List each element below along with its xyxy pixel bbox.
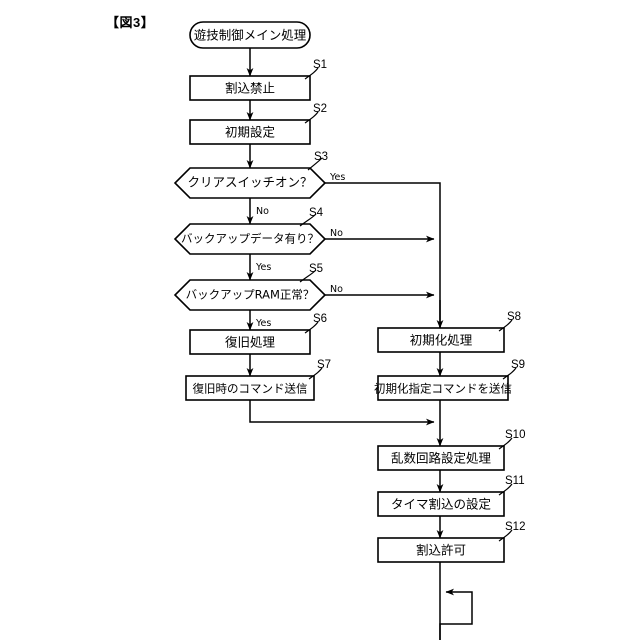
s4-label: バックアップデータ有り？	[181, 232, 319, 246]
s4-decision-shape	[173, 223, 327, 255]
node-s9[interactable]: 初期化指定コマンドを送信	[374, 375, 512, 401]
leader-s7	[308, 367, 323, 380]
s10-label: 乱数回路設定処理	[391, 451, 492, 466]
leader-s10	[498, 437, 513, 450]
s12-label: 割込許可	[416, 543, 466, 558]
leader-s1	[304, 67, 319, 80]
node-s7[interactable]: 復旧時のコマンド送信	[185, 375, 315, 401]
s2-label: 初期設定	[225, 125, 275, 140]
s5-decision-shape	[173, 279, 327, 311]
edge-label-s3-no: No	[256, 206, 269, 217]
step-ref-s6: S6	[313, 313, 327, 325]
node-start[interactable]: 遊技制御メイン処理	[189, 21, 311, 49]
node-s3[interactable]: クリアスイッチオン？	[173, 167, 327, 199]
s11-process-shape	[377, 491, 505, 517]
node-s2[interactable]: 初期設定	[189, 119, 311, 145]
leader-s4	[299, 213, 317, 227]
step-ref-s12: S12	[505, 521, 525, 533]
step-ref-s2: S2	[313, 103, 327, 115]
leader-s6	[304, 321, 319, 334]
edge-label-s5-no: No	[330, 284, 343, 295]
node-s12[interactable]: 割込許可	[377, 537, 505, 563]
s10-process-shape	[377, 445, 505, 471]
s8-label: 初期化処理	[410, 333, 473, 348]
connector-s3-yes-to-right-column	[325, 182, 441, 328]
edge-label-s3-yes: Yes	[329, 172, 345, 183]
s1-process-shape	[189, 75, 311, 101]
leader-s2	[304, 111, 319, 124]
s3-label: クリアスイッチオン？	[187, 175, 312, 190]
edge-label-s4-no: No	[330, 228, 343, 239]
step-ref-s7: S7	[317, 359, 331, 371]
step-ref-s11: S11	[505, 475, 525, 487]
step-ref-s3: S3	[314, 151, 328, 163]
s8-process-shape	[377, 327, 505, 353]
step-ref-s8: S8	[507, 311, 521, 323]
s7-label: 復旧時のコマンド送信	[193, 382, 308, 396]
connector-s7-to-s10-spine	[249, 400, 435, 426]
leader-s12	[498, 529, 513, 542]
connector-loop-back	[439, 588, 473, 640]
s7-process-shape	[185, 375, 315, 401]
edge-label-s4-yes: Yes	[255, 262, 271, 273]
leader-s5	[299, 269, 317, 283]
leader-s11	[498, 483, 513, 496]
step-ref-s4: S4	[309, 207, 324, 219]
node-s6[interactable]: 復旧処理	[189, 329, 311, 355]
s2-process-shape	[189, 119, 311, 145]
leader-s3	[307, 157, 323, 171]
s1-label: 割込禁止	[225, 81, 275, 96]
leader-s9	[502, 367, 517, 380]
node-s1[interactable]: 割込禁止	[189, 75, 311, 101]
s6-label: 復旧処理	[225, 335, 276, 350]
s11-label: タイマ割込の設定	[391, 497, 491, 512]
step-ref-s1: S1	[313, 59, 327, 71]
start-label: 遊技制御メイン処理	[194, 28, 307, 43]
node-s5[interactable]: バックアップRAM正常？	[173, 279, 327, 311]
step-ref-s9: S9	[511, 359, 525, 371]
edge-label-s5-yes: Yes	[255, 318, 271, 329]
node-s10[interactable]: 乱数回路設定処理	[377, 445, 505, 471]
step-ref-s10: S10	[505, 429, 525, 441]
figure-number-label: 【図3】	[106, 15, 155, 30]
s9-process-shape	[377, 375, 509, 401]
s12-process-shape	[377, 537, 505, 563]
node-s4[interactable]: バックアップデータ有り？	[173, 223, 327, 255]
s9-label: 初期化指定コマンドを送信	[374, 382, 512, 396]
s6-process-shape	[189, 329, 311, 355]
leader-s8	[498, 319, 513, 332]
step-ref-s5: S5	[309, 263, 323, 275]
start-terminator-shape	[189, 21, 311, 49]
node-s8[interactable]: 初期化処理	[377, 327, 505, 353]
s5-label: バックアップRAM正常？	[186, 288, 315, 302]
node-s11[interactable]: タイマ割込の設定	[377, 491, 505, 517]
